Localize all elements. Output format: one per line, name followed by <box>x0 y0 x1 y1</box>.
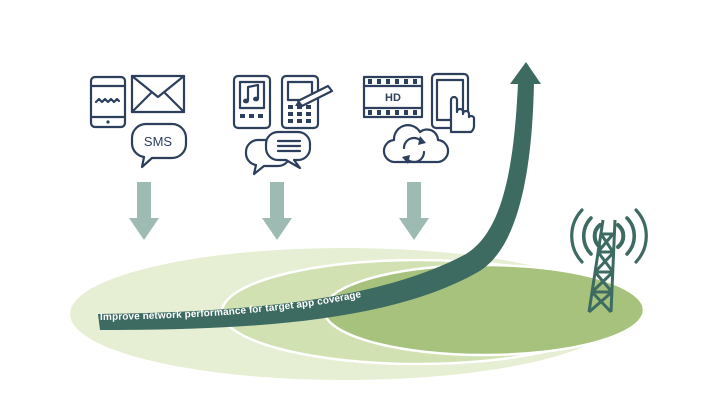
chat-bubble-icon <box>244 130 312 176</box>
down-arrow-icon <box>399 182 429 240</box>
down-arrow-icon <box>262 182 292 240</box>
arrow-head-icon <box>510 62 541 84</box>
envelope-icon <box>130 74 186 114</box>
cloud-sync-icon <box>382 124 450 164</box>
sms-label: SMS <box>144 134 173 149</box>
video-film-icon: HD <box>362 75 424 119</box>
inner-coverage-ellipse <box>322 263 646 357</box>
messaging-icon-group: SMS <box>89 74 188 169</box>
handset-stylus-icon <box>280 74 334 130</box>
radio-tower-icon <box>570 208 648 314</box>
social-media-icon-group <box>232 74 334 176</box>
music-player-icon <box>232 74 272 130</box>
hd-label: HD <box>385 92 401 104</box>
down-arrows <box>129 182 429 240</box>
down-arrow-icon <box>129 182 159 240</box>
sms-bubble-icon: SMS <box>130 122 188 169</box>
video-cloud-icon-group: HD <box>362 72 476 164</box>
tablet-touch-icon <box>430 72 476 134</box>
smartphone-icon <box>89 75 127 129</box>
